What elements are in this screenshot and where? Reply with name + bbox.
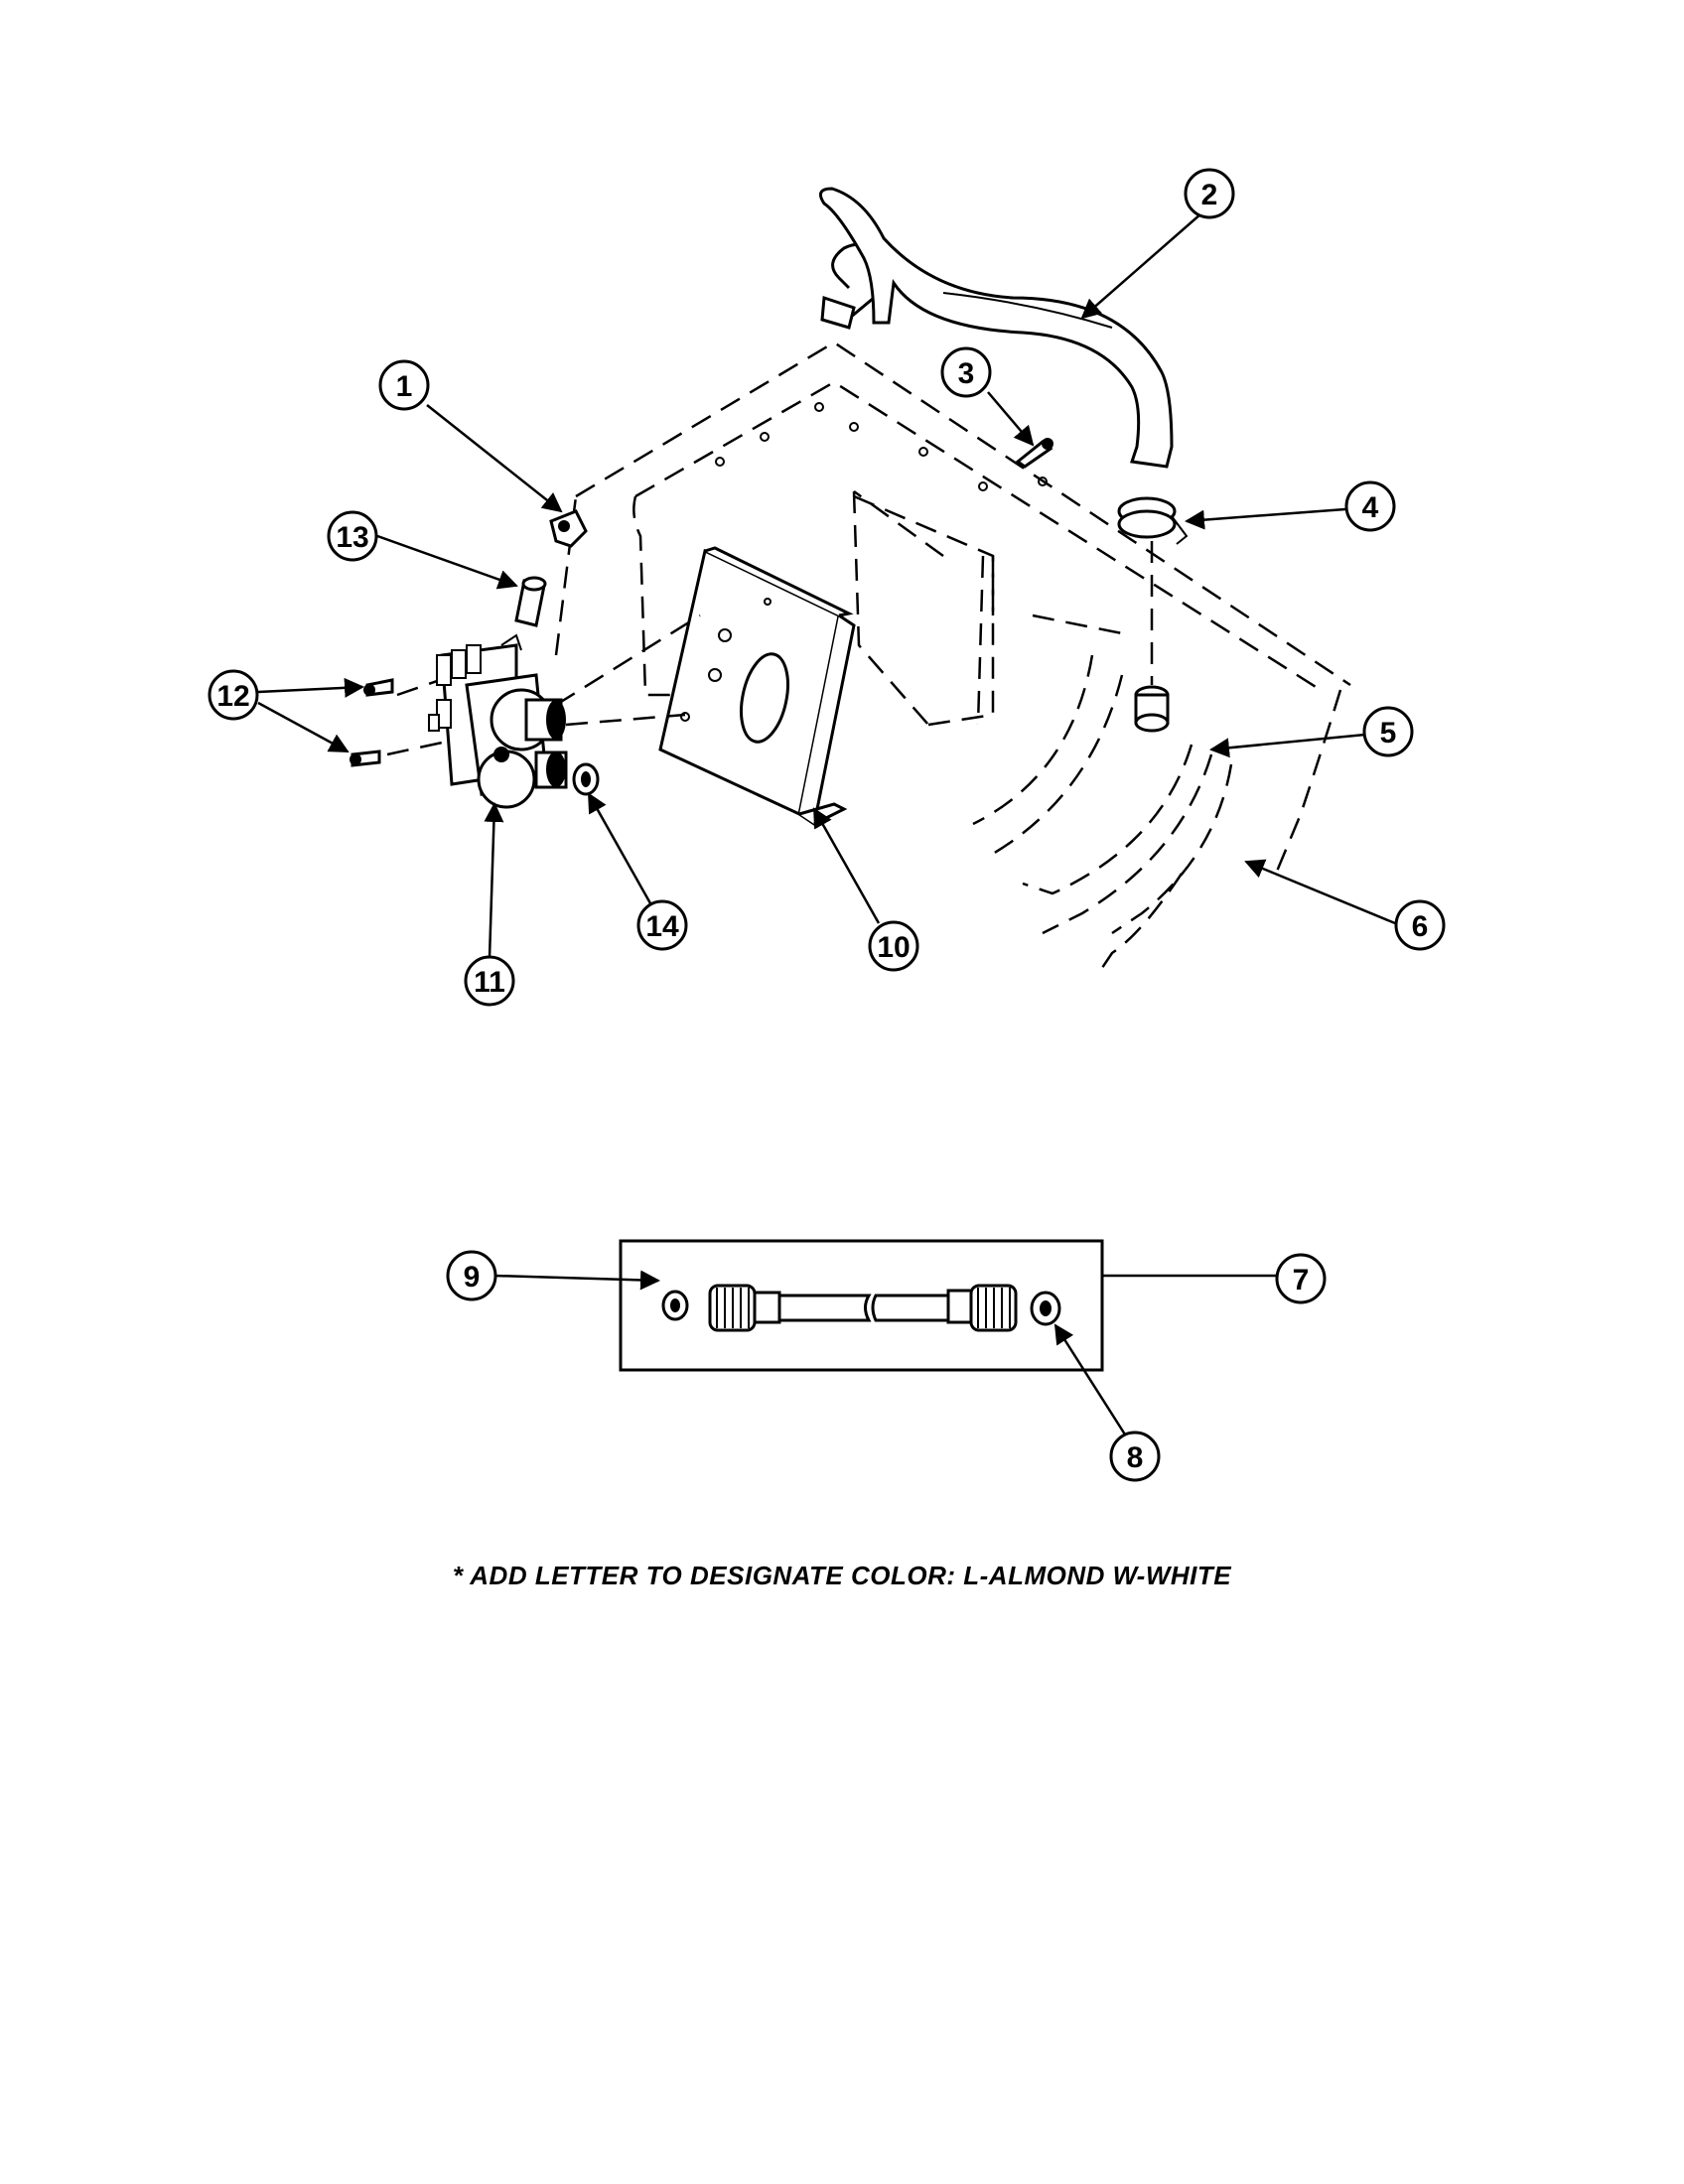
- valve-bracket: [658, 546, 856, 827]
- callout-label: 2: [1201, 179, 1218, 211]
- hose-clamp: [1117, 496, 1189, 545]
- clip-1: [549, 509, 588, 548]
- callout-label: 8: [1127, 1441, 1144, 1474]
- callout-label: 14: [645, 910, 679, 943]
- callout-5: 5: [1362, 706, 1414, 757]
- callout-7: 7: [1275, 1253, 1327, 1304]
- valve-screws: [350, 678, 394, 767]
- cabinet-holes: [715, 402, 1048, 491]
- callout-label: 13: [336, 521, 368, 554]
- callout-label: 7: [1293, 1264, 1310, 1297]
- callout-label: 6: [1412, 910, 1429, 943]
- callout-12: 12: [208, 669, 259, 721]
- cabinet-top-outline: [575, 341, 1351, 969]
- cabinet-inlet: [1134, 685, 1170, 733]
- callout-label: 1: [396, 370, 413, 403]
- callout-label: 11: [474, 966, 505, 999]
- inlet-screen: [514, 576, 547, 627]
- callout-2: 2: [1184, 168, 1235, 219]
- valve-alignment-lines: [386, 495, 701, 756]
- callout-10: 10: [868, 920, 919, 972]
- inlet-hose-assembly: [619, 1239, 1104, 1372]
- callout-4: 4: [1344, 480, 1396, 532]
- callout-label: 5: [1380, 717, 1397, 750]
- callout-3: 3: [940, 346, 992, 398]
- callout-label: 12: [216, 680, 249, 713]
- callout-1: 1: [378, 359, 430, 411]
- callout-9: 9: [446, 1250, 497, 1301]
- color-note: * ADD LETTER TO DESIGNATE COLOR: L-ALMON…: [452, 1561, 1232, 1590]
- washer-14: [572, 762, 600, 796]
- fill-hose: [818, 187, 1174, 469]
- callout-13: 13: [327, 510, 378, 562]
- callout-6: 6: [1394, 899, 1446, 951]
- callout-8: 8: [1109, 1431, 1161, 1482]
- callout-label: 4: [1362, 491, 1379, 524]
- callout-label: 10: [877, 931, 910, 964]
- water-valve: [428, 633, 568, 809]
- callout-11: 11: [464, 955, 515, 1007]
- leader-lines: [257, 212, 1396, 1435]
- callout-14: 14: [636, 899, 688, 951]
- screw-3: [1015, 438, 1053, 469]
- callout-label: 9: [464, 1261, 481, 1294]
- callout-label: 3: [958, 357, 975, 390]
